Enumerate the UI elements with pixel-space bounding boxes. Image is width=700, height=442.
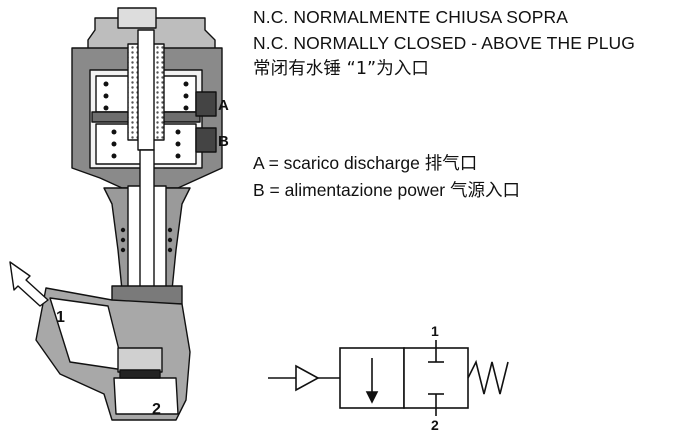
title-block: N.C. NORMALMENTE CHIUSA SOPRA N.C. NORMA… xyxy=(253,4,635,82)
position-indicator-stem xyxy=(117,7,157,29)
pilot-triangle xyxy=(295,364,320,392)
valve-cross-section: A B 1 2 xyxy=(9,7,229,421)
title-italian: N.C. NORMALMENTE CHIUSA SOPRA xyxy=(253,7,569,27)
port-legend: A = scarico discharge 排气口 B = alimentazi… xyxy=(253,150,520,204)
legend-b: B = alimentazione power 气源入口 xyxy=(253,177,520,204)
title-chinese: 常闭有水锤 “1”为入口 xyxy=(253,59,430,79)
plug-seal xyxy=(119,369,161,379)
legend-a-cjk: 排气口 xyxy=(424,154,478,174)
legend-a: A = scarico discharge 排气口 xyxy=(253,150,520,177)
valve-port-a-label: A xyxy=(218,97,229,114)
title-english: N.C. NORMALLY CLOSED - ABOVE THE PLUG xyxy=(253,33,636,53)
packing-coils xyxy=(120,227,173,253)
legend-a-text: A = scarico discharge xyxy=(253,153,420,173)
legend-b-text: B = alimentazione power xyxy=(253,180,446,200)
valve-schematic-symbol: 1 2 xyxy=(268,323,509,433)
actuator-springs xyxy=(103,81,189,159)
valve-port-2-label: 2 xyxy=(152,401,161,418)
flow-arrow xyxy=(9,261,49,307)
return-spring xyxy=(467,359,509,395)
valve-port-b-label: B xyxy=(218,133,229,150)
flow-arrow-head xyxy=(365,391,379,404)
valve-port-1-label: 1 xyxy=(56,309,65,326)
port-a-fitting xyxy=(195,91,217,117)
stem-upper xyxy=(137,29,155,151)
symbol-port-1-label: 1 xyxy=(431,323,439,339)
port-b-fitting xyxy=(195,127,217,153)
symbol-port-2-label: 2 xyxy=(431,417,439,433)
valve-plug xyxy=(117,347,163,373)
legend-b-cjk: 气源入口 xyxy=(450,181,520,201)
outlet-bore xyxy=(113,377,179,415)
